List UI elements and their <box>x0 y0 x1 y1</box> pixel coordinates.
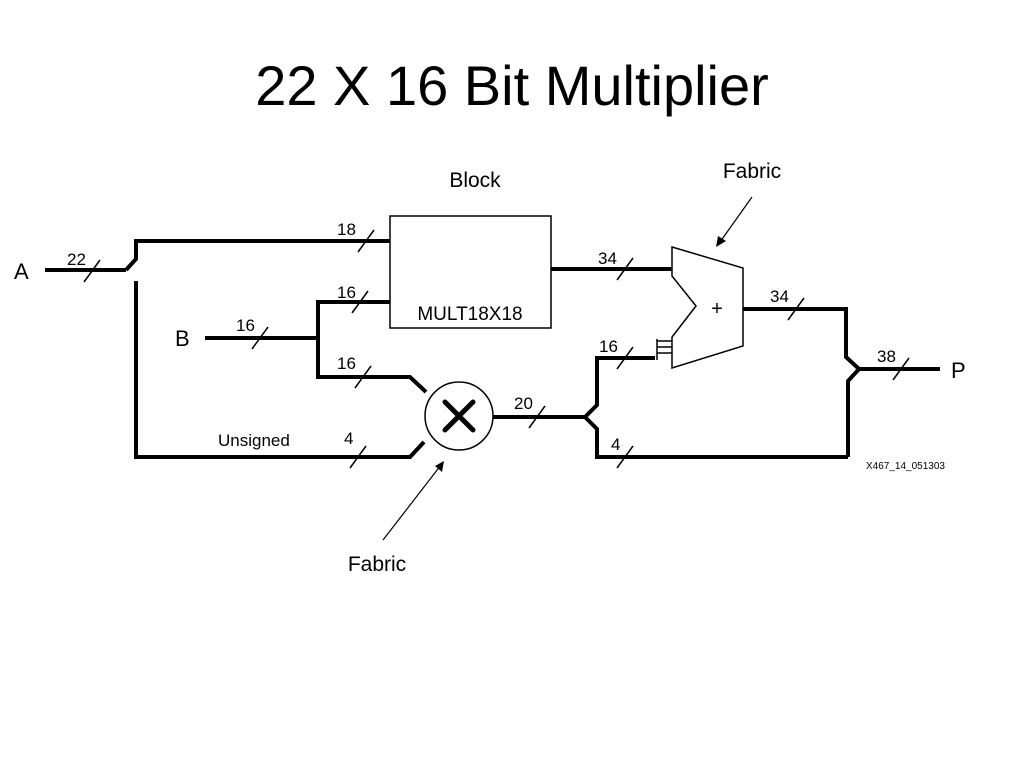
multiply-x-icon <box>442 399 476 433</box>
port-a-label: A <box>14 259 29 284</box>
port-b-label: B <box>175 326 190 351</box>
slash-a-in <box>83 259 101 283</box>
bus-width-a-in: 22 <box>67 250 86 269</box>
slash-a-low <box>349 445 367 469</box>
callout-fabric-bottom: Fabric <box>348 553 406 576</box>
adder-block <box>671 245 744 370</box>
bus-width-a-low: 4 <box>344 429 353 448</box>
wire-adder-out <box>743 307 940 457</box>
slash-b-in <box>251 326 269 350</box>
slash-adder-in-low <box>616 346 634 370</box>
bus-width-mult-out: 34 <box>598 249 617 268</box>
bus-width-b-to-mult: 16 <box>337 283 356 302</box>
bus-width-bypass: 4 <box>611 435 620 454</box>
bus-width-a-to-mult: 18 <box>337 220 356 239</box>
callout-arrow-bottom <box>382 461 444 541</box>
adder-plus-label: + <box>711 298 723 320</box>
slash-mult-out <box>616 257 634 281</box>
mult18x18-block <box>389 215 552 329</box>
zero-pad-icon <box>656 339 672 360</box>
bus-width-p-out: 38 <box>877 347 896 366</box>
slash-bypass <box>616 445 634 469</box>
figure-id: X467_14_051303 <box>866 461 945 472</box>
bus-width-fabric-mult-out: 20 <box>514 394 533 413</box>
bus-width-adder-in-low: 16 <box>599 337 618 356</box>
slash-b-to-mult <box>351 290 369 314</box>
slide-title: 22 X 16 Bit Multiplier <box>255 54 769 117</box>
bus-width-b-to-fabric: 16 <box>337 354 356 373</box>
slash-p-out <box>892 357 910 381</box>
wire-fabric-mult-split <box>583 356 848 459</box>
callout-block: Block <box>449 169 501 192</box>
mult18x18-label: MULT18X18 <box>417 304 522 325</box>
unsigned-label: Unsigned <box>218 431 290 450</box>
port-p-label: P <box>951 358 966 383</box>
callout-fabric-top: Fabric <box>723 160 781 183</box>
slash-fabric-mult-out <box>528 405 546 429</box>
bus-width-b-in: 16 <box>236 316 255 335</box>
slash-b-to-fabric <box>354 365 372 389</box>
wire-a-split <box>124 239 426 459</box>
slash-a-to-mult <box>357 229 375 253</box>
callout-arrow-top <box>716 196 753 247</box>
bus-width-adder-out: 34 <box>770 287 789 306</box>
bus-slashes <box>83 229 910 469</box>
wire-b-split <box>316 300 428 394</box>
slash-adder-out <box>787 297 805 321</box>
